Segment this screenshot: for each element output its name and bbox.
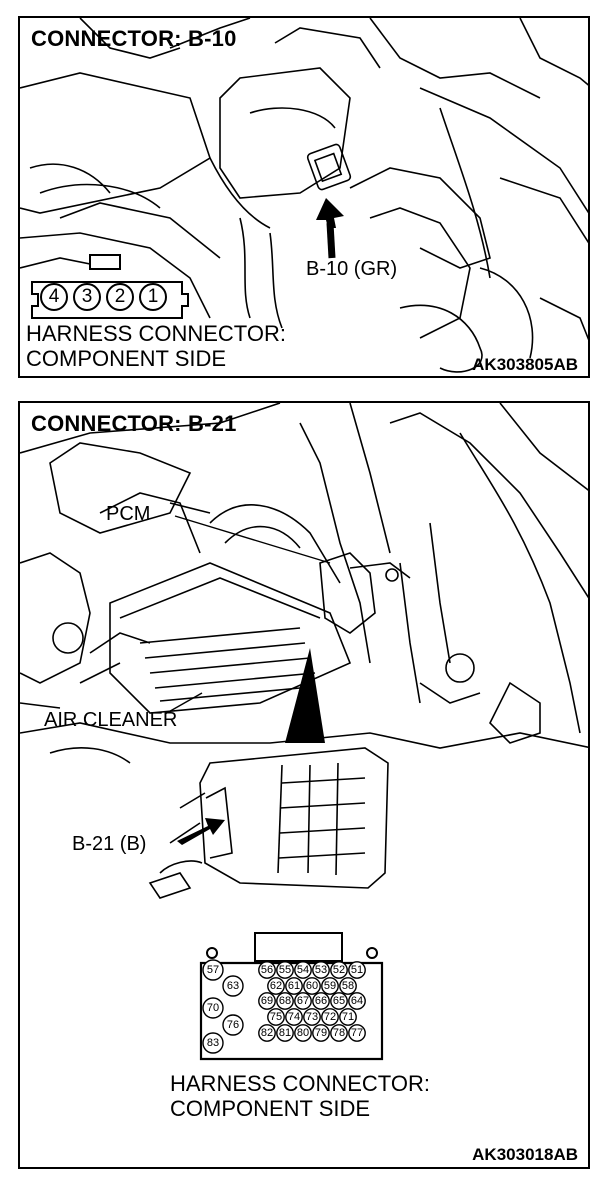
air-cleaner-label: AIR CLEANER <box>44 709 178 731</box>
pin-label: 55 <box>278 964 292 976</box>
pin-label: 71 <box>341 1011 355 1023</box>
pin-circle <box>330 961 348 979</box>
connector-b21-pins <box>202 959 366 1054</box>
pin-label: 74 <box>287 1011 301 1023</box>
panel-title: CONNECTOR: B-21 <box>31 411 237 436</box>
engine-bay-illustration <box>20 18 588 373</box>
pcm-label: PCM <box>106 503 151 525</box>
pin-label: 79 <box>314 1027 328 1039</box>
pin-circle <box>339 977 357 995</box>
pin-label: 82 <box>260 1027 274 1039</box>
pin-label: 58 <box>341 980 355 992</box>
pin-circle <box>258 961 276 979</box>
figure-code: AK303018AB <box>472 1145 578 1164</box>
connector-callout: B-21 (B) <box>72 833 147 855</box>
pin-circle <box>285 977 303 995</box>
pin-label: 73 <box>305 1011 319 1023</box>
connector-b21-panel: CONNECTOR: B-21 PCM AIR CLEANER B-21 (B)… <box>18 401 590 1169</box>
pin-label: 83 <box>206 1037 220 1049</box>
pin-circle <box>222 975 244 997</box>
pin-circle <box>312 992 330 1010</box>
caption-line2: COMPONENT SIDE <box>170 1096 371 1121</box>
connector-b10-face <box>31 254 189 319</box>
caption-line2: COMPONENT SIDE <box>26 346 227 371</box>
pin-circle <box>276 961 294 979</box>
pin-label: 78 <box>332 1027 346 1039</box>
pin-label: 57 <box>206 964 220 976</box>
pin-label: 70 <box>206 1002 220 1014</box>
pin-label: 3 <box>81 286 93 307</box>
pin-circle <box>330 1024 348 1042</box>
pin-label: 59 <box>323 980 337 992</box>
pin-label: 1 <box>147 286 159 307</box>
pin-circle <box>222 1014 244 1036</box>
pin-label: 80 <box>296 1027 310 1039</box>
pin-label: 76 <box>226 1019 240 1031</box>
pin-circle <box>267 977 285 995</box>
pin-label: 2 <box>114 286 126 307</box>
pin-circle <box>202 959 224 981</box>
pin-circle <box>258 992 276 1010</box>
pin-label: 62 <box>269 980 283 992</box>
pin-label: 4 <box>48 286 60 307</box>
pin-circle <box>285 1008 303 1026</box>
figure-code: AK303805AB <box>472 355 578 374</box>
pin-label: 75 <box>269 1011 283 1023</box>
pin-circle <box>276 1024 294 1042</box>
pin-circle <box>321 1008 339 1026</box>
pin-label: 61 <box>287 980 301 992</box>
pin-circle <box>202 1032 224 1054</box>
pin-circle <box>267 1008 285 1026</box>
pin-label: 56 <box>260 964 274 976</box>
pin-label: 53 <box>314 964 328 976</box>
pin-label: 60 <box>305 980 319 992</box>
pcm-location-illustration <box>20 403 588 1061</box>
pin-circle <box>348 992 366 1010</box>
pin-circle <box>312 1024 330 1042</box>
pin-circle <box>312 961 330 979</box>
pin-circle <box>330 992 348 1010</box>
pin-label: 69 <box>260 995 274 1007</box>
pin-circle <box>303 1008 321 1026</box>
pin-label: 67 <box>296 995 310 1007</box>
pin-label: 52 <box>332 964 346 976</box>
pin-label: 64 <box>350 995 364 1007</box>
pin-label: 66 <box>314 995 328 1007</box>
caption-line1: HARNESS CONNECTOR: <box>170 1071 430 1096</box>
pin-circle <box>303 977 321 995</box>
pin-circle <box>276 992 294 1010</box>
pin-label: 77 <box>350 1027 364 1039</box>
connector-b10-panel: CONNECTOR: B-10 B-10 (GR) 4 3 2 1 HARNES… <box>18 16 590 378</box>
caption-line1: HARNESS CONNECTOR: <box>26 321 286 346</box>
panel-title: CONNECTOR: B-10 <box>31 26 237 51</box>
pin-label: 51 <box>350 964 364 976</box>
pin-circle <box>339 1008 357 1026</box>
pin-label: 68 <box>278 995 292 1007</box>
pin-circle <box>294 961 312 979</box>
connector-callout: B-10 (GR) <box>306 258 398 280</box>
pin-label: 81 <box>278 1027 292 1039</box>
pin-label: 54 <box>296 964 310 976</box>
pin-label: 65 <box>332 995 346 1007</box>
pin-circle <box>348 961 366 979</box>
pin-label: 72 <box>323 1011 337 1023</box>
pin-circle <box>294 1024 312 1042</box>
pin-circle <box>202 997 224 1019</box>
pin-circle <box>321 977 339 995</box>
pin-circle <box>294 992 312 1010</box>
pin-circle <box>348 1024 366 1042</box>
pin-label: 63 <box>226 980 240 992</box>
pin-circle <box>258 1024 276 1042</box>
